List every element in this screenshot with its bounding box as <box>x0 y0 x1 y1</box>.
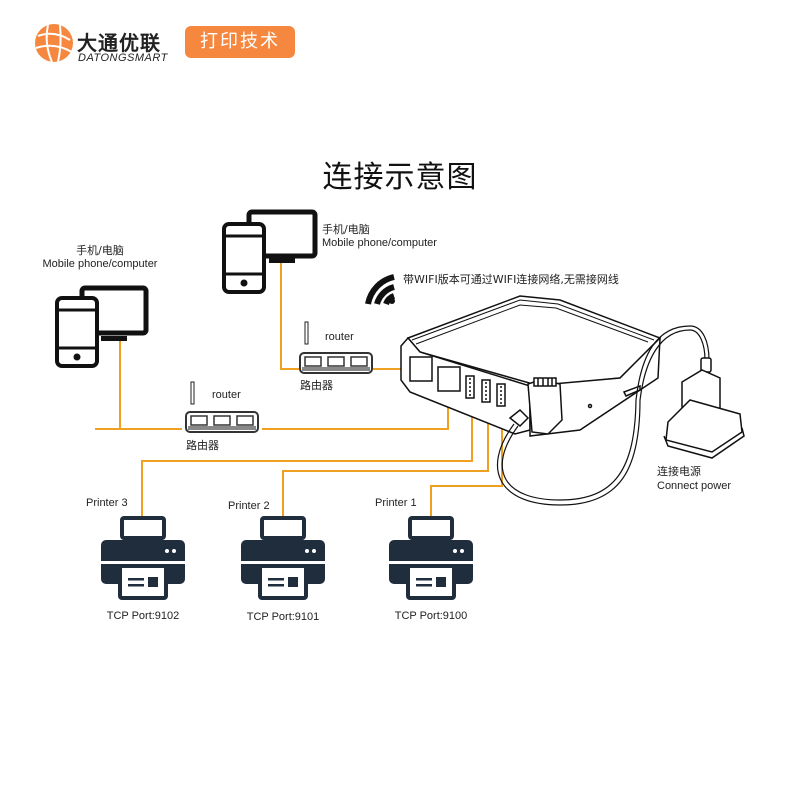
cable-box-to-printer1 <box>430 393 503 518</box>
printer-1-name: Printer 1 <box>375 497 417 509</box>
page-title: 连接示意图 <box>322 160 478 195</box>
printer-3-name: Printer 3 <box>86 497 128 509</box>
power-label-en: Connect power <box>657 480 731 492</box>
printer-1-port: TCP Port:9100 <box>394 610 468 622</box>
brand-name-cn: 大通优联 <box>77 31 161 55</box>
cable-router-left-to-box <box>262 397 449 430</box>
printer-1-icon <box>389 516 473 600</box>
brand-name-en: DATONGSMART <box>78 52 168 64</box>
router-left-label-cn: 路由器 <box>186 439 219 452</box>
power-cable <box>496 325 710 506</box>
category-tag: 打印技术 <box>185 26 295 58</box>
power-label-cn: 连接电源 <box>657 465 701 478</box>
network-cables <box>95 263 503 518</box>
logo-globe-icon <box>35 24 73 63</box>
client-top-label-en: Mobile phone/computer <box>322 237 437 249</box>
router-top-label-cn: 路由器 <box>300 379 333 392</box>
router-left-label-en: router <box>212 389 241 401</box>
cable-box-to-printer3 <box>141 393 473 518</box>
printer-2-name: Printer 2 <box>228 500 270 512</box>
client-left-label-en: Mobile phone/computer <box>42 258 158 270</box>
cable-box-to-printer2 <box>282 393 489 518</box>
router-top-icon <box>299 321 373 374</box>
client-left-label-cn: 手机/电脑 <box>76 244 124 257</box>
printer-2-port: TCP Port:9101 <box>246 611 320 623</box>
printer-3-icon <box>101 516 185 600</box>
printer-3-port: TCP Port:9102 <box>106 610 180 622</box>
printer-2-icon <box>241 516 325 600</box>
power-adapter-icon <box>663 357 745 459</box>
router-top-label-en: router <box>325 331 354 343</box>
wifi-note: 带WIFI版本可通过WIFI连接网络,无需接网线 <box>403 273 619 286</box>
print-server-box <box>400 295 662 437</box>
client-left-icon <box>55 285 149 368</box>
client-top-icon <box>222 209 318 294</box>
cable-client-top-to-router <box>280 263 300 370</box>
wifi-icon <box>365 274 396 306</box>
client-top-label-cn: 手机/电脑 <box>322 223 370 236</box>
router-left-icon <box>185 381 259 433</box>
